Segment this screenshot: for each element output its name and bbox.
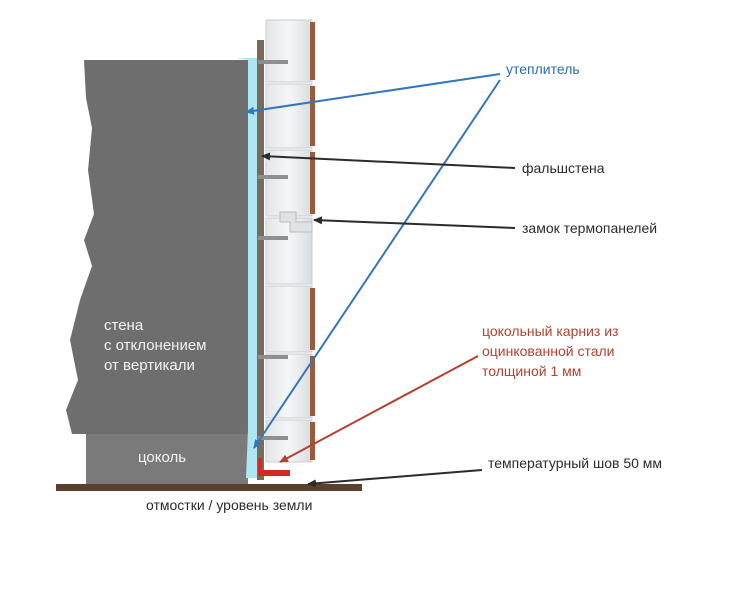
plinth-block (86, 434, 248, 484)
label-insulation: утеплитель (506, 61, 580, 77)
label-plinth: цоколь (138, 449, 186, 466)
label-wall-line2: с отклонением (104, 337, 207, 354)
ground-line (56, 484, 362, 491)
label-cornice-line2: оцинкованной стали (482, 343, 614, 359)
false-wall-strip (257, 40, 264, 480)
label-wall-line3: от вертикали (104, 357, 195, 374)
plinth-cornice (258, 458, 290, 476)
arrow-cornice (279, 355, 479, 463)
thermo-panels (258, 19, 315, 463)
label-wall-line1: стена (104, 317, 144, 334)
arrow-insulation-bottom (253, 79, 501, 449)
arrow-false-wall (261, 152, 516, 169)
insulation-layer (236, 58, 258, 478)
label-thermal-gap: температурный шов 50 мм (488, 455, 662, 471)
arrow-insulation-top (245, 73, 501, 115)
old-wall (66, 60, 248, 434)
label-false-wall: фальшстена (522, 160, 605, 176)
label-cornice-line1: цокольный карниз из (482, 323, 618, 339)
label-panel-lock: замок термопанелей (522, 220, 657, 236)
label-ground: отмостки / уровень земли (146, 497, 312, 513)
arrow-thermal-gap (307, 469, 483, 488)
label-cornice-line3: толщиной 1 мм (482, 363, 581, 379)
arrow-panel-lock (313, 216, 516, 229)
